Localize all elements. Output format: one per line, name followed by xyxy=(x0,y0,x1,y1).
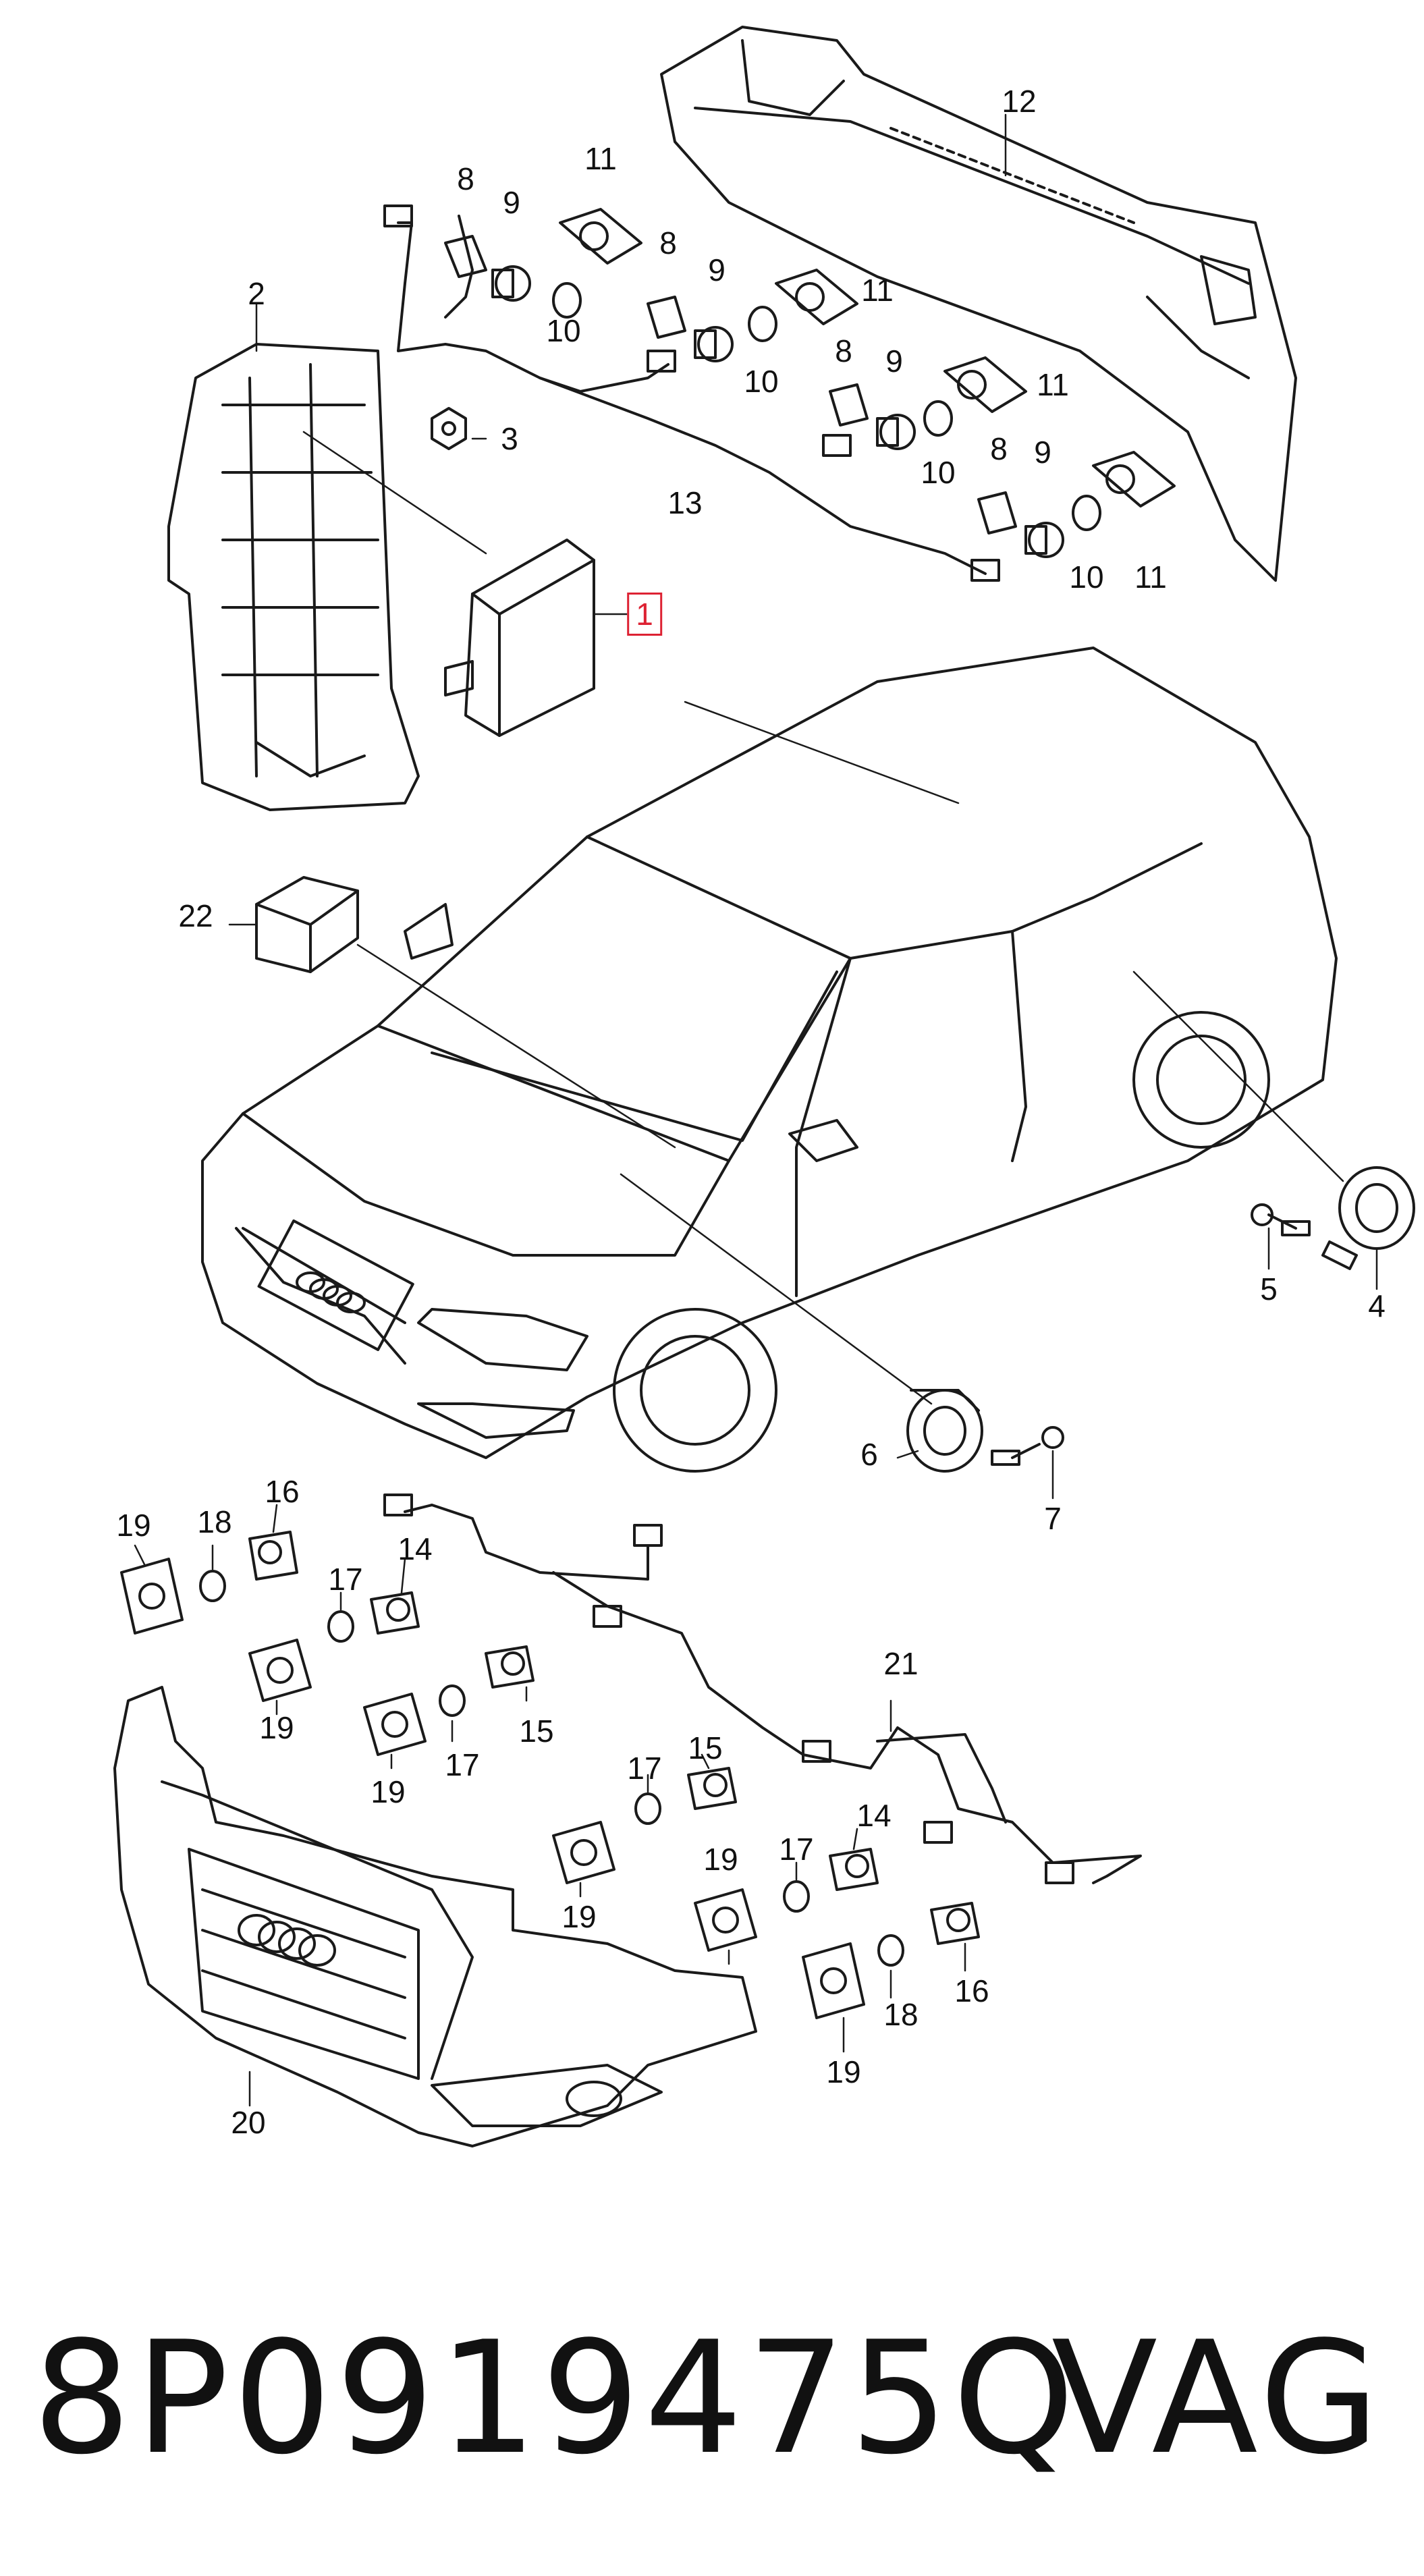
callout-10[interactable]: 10 xyxy=(546,313,581,348)
callout-18[interactable]: 18 xyxy=(197,1504,232,1539)
callout-17[interactable]: 17 xyxy=(779,1832,814,1867)
callout-12[interactable]: 12 xyxy=(1002,84,1037,119)
rear-sensors xyxy=(444,208,1176,558)
parts-diagram: 1 2 3 4 5 6 7 8 8 8 8 9 9 9 9 10 10 10 1… xyxy=(113,26,1415,2147)
speaker-4 xyxy=(1321,1166,1415,1270)
front-bumper xyxy=(113,1686,757,2147)
callout-19[interactable]: 19 xyxy=(259,1710,294,1745)
callout-6[interactable]: 6 xyxy=(860,1437,878,1472)
callout-1[interactable]: 1 xyxy=(627,593,662,636)
callout-11[interactable]: 11 xyxy=(1134,559,1167,595)
callout-13[interactable]: 13 xyxy=(667,485,703,520)
sensor-22 xyxy=(255,876,359,973)
callout-4[interactable]: 4 xyxy=(1368,1288,1386,1323)
front-sensors xyxy=(120,1531,980,2019)
callout-19[interactable]: 19 xyxy=(116,1508,151,1543)
callout-11[interactable]: 11 xyxy=(861,273,894,308)
callout-15[interactable]: 15 xyxy=(519,1714,554,1749)
rear-wiring-harness xyxy=(383,204,1000,582)
callout-22[interactable]: 22 xyxy=(178,898,213,933)
callout-9[interactable]: 9 xyxy=(503,185,520,220)
callout-8[interactable]: 8 xyxy=(835,333,852,368)
callout-8[interactable]: 8 xyxy=(457,161,474,196)
leader-lines-middle xyxy=(228,923,1378,1500)
callout-8[interactable]: 8 xyxy=(990,431,1008,466)
callout-17[interactable]: 17 xyxy=(627,1751,662,1786)
callout-9[interactable]: 9 xyxy=(708,252,725,287)
rear-bumper xyxy=(660,26,1297,582)
callout-14[interactable]: 14 xyxy=(398,1531,433,1566)
callout-17[interactable]: 17 xyxy=(445,1747,480,1782)
front-wiring-harness xyxy=(383,1493,1142,1884)
leader-lines-lower xyxy=(134,1504,966,2107)
callout-19[interactable]: 19 xyxy=(562,1899,597,1934)
bolt-7 xyxy=(991,1426,1064,1466)
callout-10[interactable]: 10 xyxy=(1069,559,1104,595)
car-body xyxy=(201,647,1338,1473)
callout-15[interactable]: 15 xyxy=(688,1730,723,1765)
leader-lines-upper xyxy=(255,113,1007,804)
callout-21[interactable]: 21 xyxy=(883,1646,919,1681)
part-number: 8P0919475Q xyxy=(32,2309,1079,2489)
exploded-parts-drawing xyxy=(113,26,1415,2147)
bolt-5 xyxy=(1251,1203,1311,1236)
callout-9[interactable]: 9 xyxy=(885,344,903,379)
callout-14[interactable]: 14 xyxy=(856,1798,892,1833)
callout-16[interactable]: 16 xyxy=(954,1973,989,2008)
callout-16[interactable]: 16 xyxy=(265,1474,300,1509)
callout-3[interactable]: 3 xyxy=(501,421,518,456)
callout-8[interactable]: 8 xyxy=(659,225,677,261)
control-unit xyxy=(444,539,595,737)
callout-20[interactable]: 20 xyxy=(231,2105,266,2140)
callout-19[interactable]: 19 xyxy=(371,1774,406,1809)
brand-name: VAG xyxy=(1051,2309,1384,2489)
callout-10[interactable]: 10 xyxy=(921,455,956,490)
callout-18[interactable]: 18 xyxy=(883,1997,919,2032)
callout-17[interactable]: 17 xyxy=(328,1562,363,1597)
speaker-6 xyxy=(906,1389,983,1473)
nut xyxy=(431,407,467,450)
callout-5[interactable]: 5 xyxy=(1260,1271,1278,1307)
callout-2[interactable]: 2 xyxy=(248,276,265,311)
callout-11[interactable]: 11 xyxy=(1037,367,1069,402)
callout-7[interactable]: 7 xyxy=(1044,1501,1062,1536)
bracket xyxy=(167,343,420,811)
callout-19[interactable]: 19 xyxy=(826,2054,861,2089)
callout-19[interactable]: 19 xyxy=(703,1842,738,1877)
callout-10[interactable]: 10 xyxy=(744,364,779,399)
callout-9[interactable]: 9 xyxy=(1034,435,1051,470)
callout-11[interactable]: 11 xyxy=(584,141,617,176)
